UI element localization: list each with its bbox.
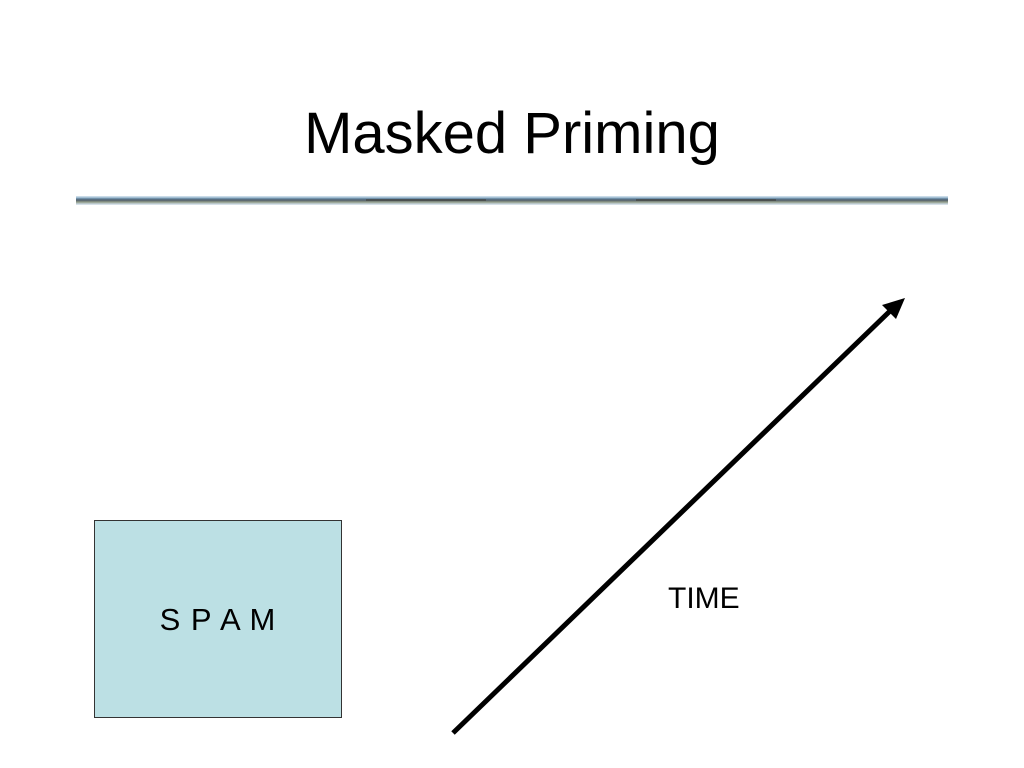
stimulus-box: S P A M [94,520,342,718]
time-arrow-head [882,298,905,319]
time-arrow-shaft [451,309,892,735]
time-label: TIME [668,582,740,615]
slide-title: Masked Priming [304,101,720,166]
title-divider [76,196,948,205]
stimulus-word: S P A M [159,602,277,637]
